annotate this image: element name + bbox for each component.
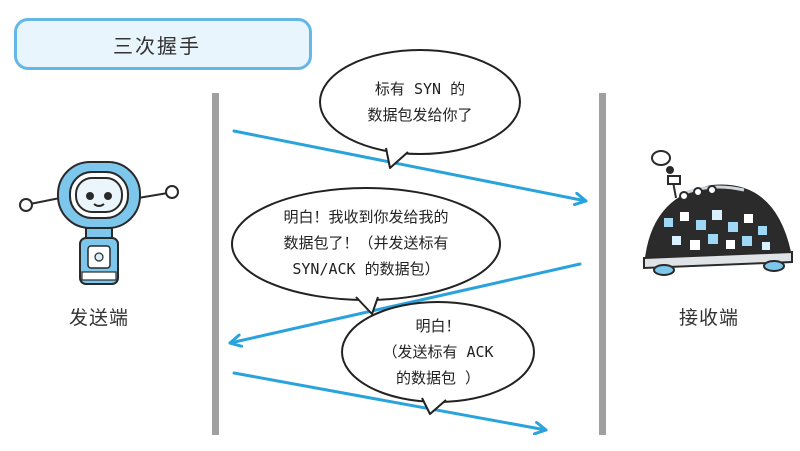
sender-label: 发送端: [69, 307, 130, 329]
arrow-ack: [232, 371, 548, 430]
rover-robot-icon: [643, 150, 793, 276]
receiver-label: 接收端: [679, 307, 740, 329]
bubble-line: 的数据包 ）: [395, 369, 481, 387]
arrow-syn-ack: [228, 262, 582, 343]
bubble-line: 标有 SYN 的: [374, 80, 466, 98]
bubble-line: 数据包发给你了: [367, 106, 473, 124]
bubble-line: SYN/ACK 的数据包）: [292, 260, 440, 278]
bubble-line: （发送标有 ACK: [382, 343, 494, 361]
speech-bubble-ack: [341, 301, 535, 415]
robot-icon: [19, 161, 179, 285]
sender-lifeline: [212, 93, 219, 435]
diagram-title: 三次握手: [113, 33, 201, 58]
bubble-line: 明白！: [415, 317, 461, 335]
bubble-line: 数据包了！（并发送标有: [283, 234, 449, 252]
speech-bubble-syn-ack: [231, 187, 501, 315]
speech-bubble-syn: [319, 49, 521, 169]
arrow-syn: [232, 129, 588, 201]
receiver-lifeline: [599, 93, 606, 435]
bubble-text-syn: 标有 SYN 的 数据包发给你了: [330, 76, 510, 128]
bubble-text-ack: 明白！ （发送标有 ACK 的数据包 ）: [350, 313, 526, 391]
title-banner: 三次握手: [14, 18, 312, 70]
bubble-text-syn-ack: 明白！我收到你发给我的 数据包了！（并发送标有 SYN/ACK 的数据包）: [242, 204, 490, 282]
bubble-line: 明白！我收到你发给我的: [283, 208, 449, 226]
